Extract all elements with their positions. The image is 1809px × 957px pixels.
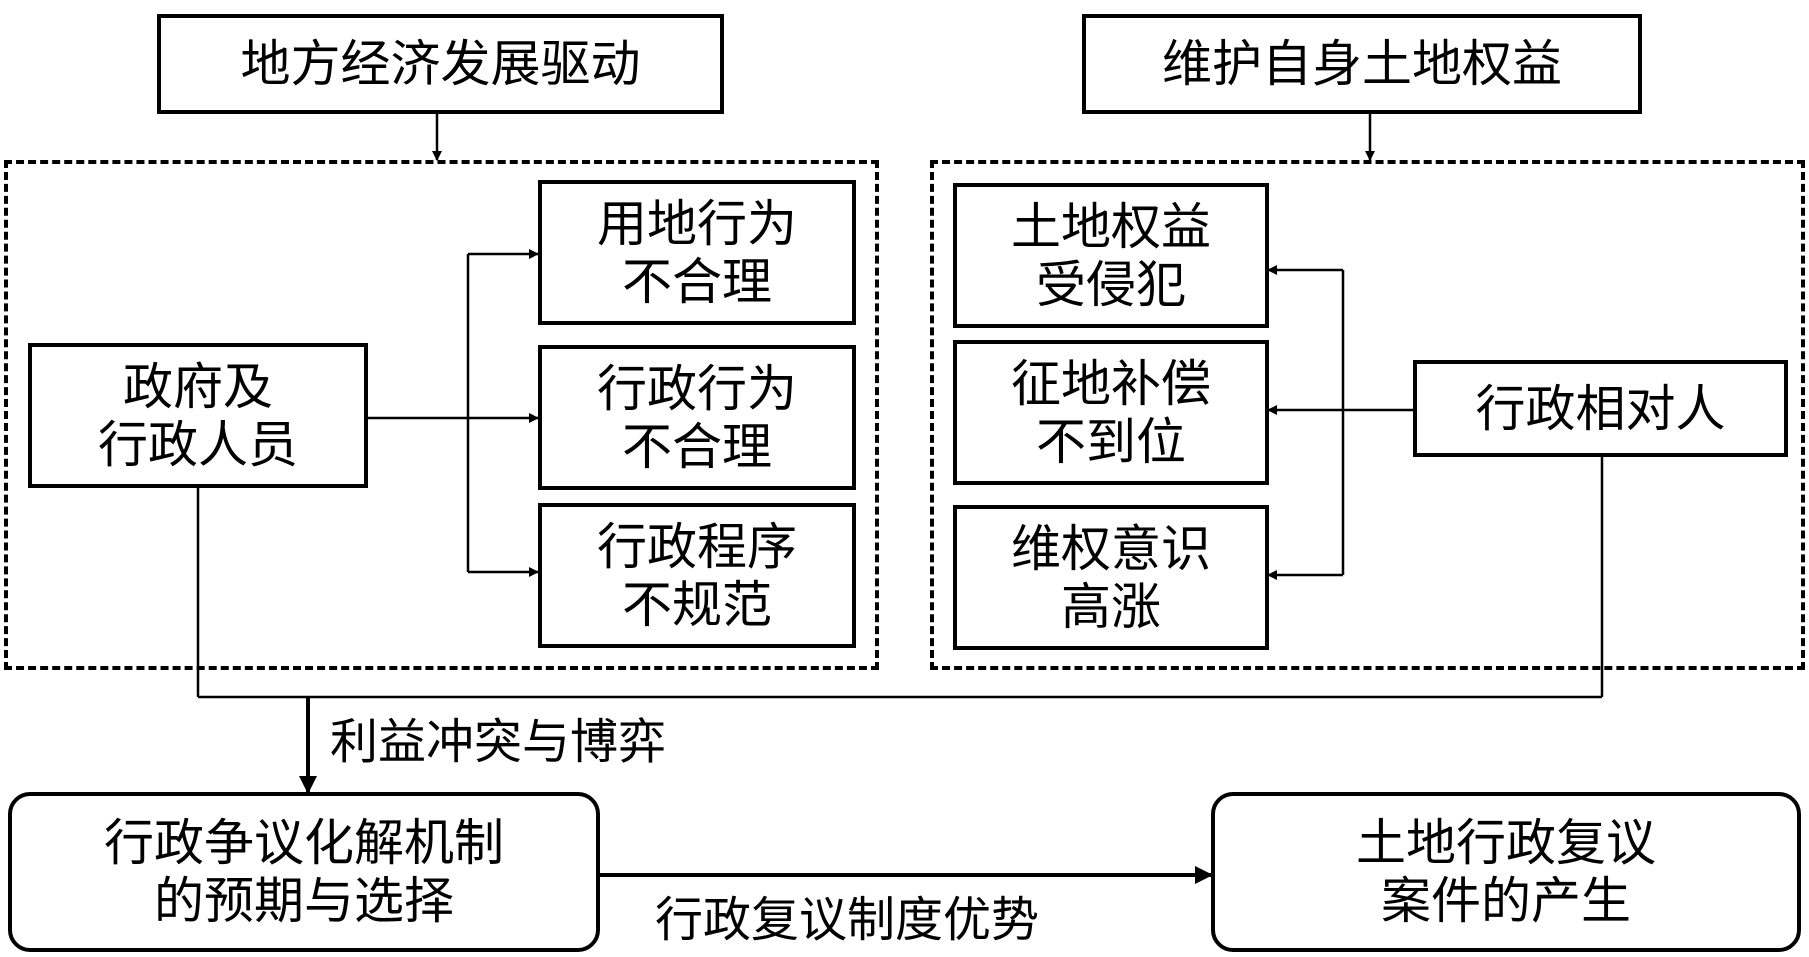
government-label-line2: 行政人员 [98,415,298,474]
left-item-admin-procedure: 行政程序 不规范 [538,503,856,648]
right-item-land-rights-line2: 受侵犯 [1036,255,1186,314]
left-item-admin-procedure-line1: 行政程序 [597,517,797,576]
left-item-land-use-line1: 用地行为 [597,194,797,253]
dispute-resolution-line1: 行政争议化解机制 [104,814,504,872]
right-item-compensation-line1: 征地补偿 [1011,354,1211,413]
left-item-land-use-line2: 不合理 [622,252,772,311]
land-rights-motive-box: 维护自身土地权益 [1082,14,1642,114]
government-box: 政府及 行政人员 [28,343,368,488]
counterpart-label: 行政相对人 [1475,379,1726,438]
left-item-land-use: 用地行为 不合理 [538,180,856,325]
government-group-frame [4,160,879,670]
review-cases-line2: 案件的产生 [1381,872,1631,930]
right-item-rights-awareness-line2: 高涨 [1061,577,1161,636]
right-item-land-rights-line1: 土地权益 [1011,197,1211,256]
advantage-label: 行政复议制度优势 [655,892,1040,948]
land-rights-motive-label: 维护自身土地权益 [1162,35,1562,93]
local-economy-driver-label: 地方经济发展驱动 [240,35,641,93]
right-item-compensation-line2: 不到位 [1036,412,1186,471]
right-item-land-rights: 土地权益 受侵犯 [953,183,1269,328]
left-item-admin-action-line2: 不合理 [622,417,772,476]
local-economy-driver-box: 地方经济发展驱动 [157,14,724,114]
counterpart-group-frame [930,160,1805,670]
right-item-rights-awareness: 维权意识 高涨 [953,505,1269,650]
dispute-resolution-line2: 的预期与选择 [154,872,454,930]
conflict-label: 利益冲突与博弈 [330,714,667,770]
left-item-admin-action-line1: 行政行为 [597,359,797,418]
left-item-admin-action: 行政行为 不合理 [538,345,856,490]
review-cases-box: 土地行政复议 案件的产生 [1211,792,1801,952]
left-item-admin-procedure-line2: 不规范 [622,575,772,634]
right-item-rights-awareness-line1: 维权意识 [1011,519,1211,578]
government-label-line1: 政府及 [123,357,273,416]
right-item-compensation: 征地补偿 不到位 [953,340,1269,485]
dispute-resolution-box: 行政争议化解机制 的预期与选择 [8,792,600,952]
review-cases-line1: 土地行政复议 [1356,814,1656,872]
counterpart-box: 行政相对人 [1413,360,1788,457]
